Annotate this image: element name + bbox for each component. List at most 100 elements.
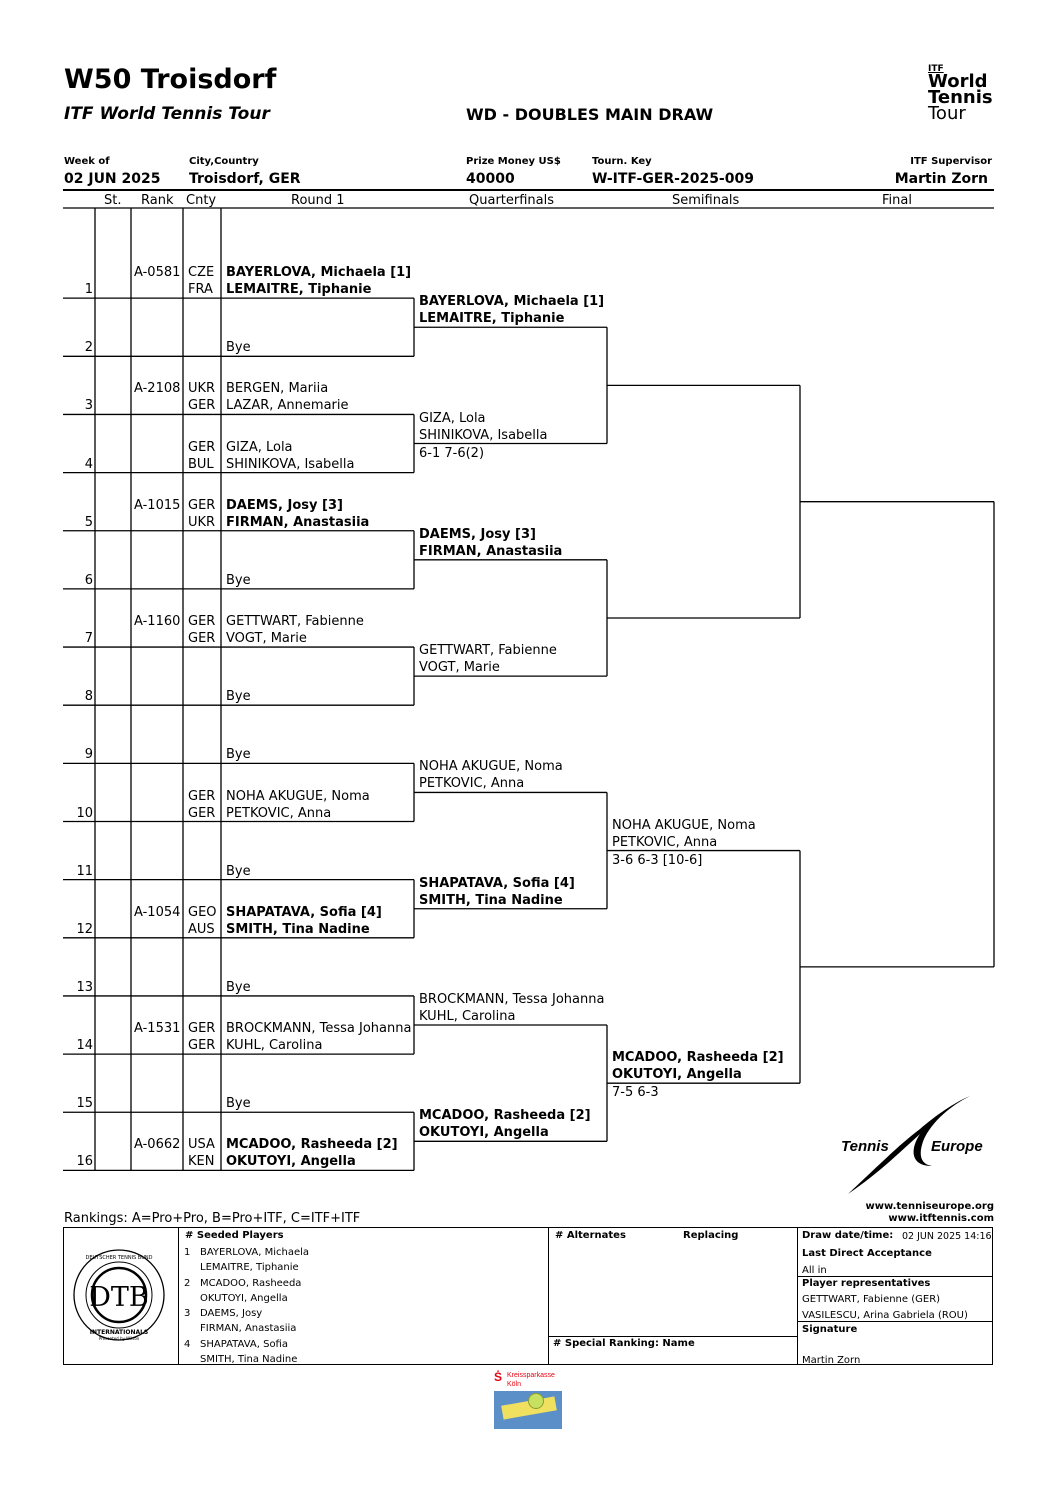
- city-value: Troisdorf, GER: [189, 171, 301, 187]
- rankings-legend: Rankings: A=Pro+Pro, B=Pro+ITF, C=ITF+IT…: [64, 1211, 361, 1226]
- sf-player-2: OKUTOYI, Angella: [612, 1067, 742, 1083]
- seed-player-1: DAEMS, Josy: [200, 1308, 263, 1319]
- seed-player-1: SHAPATAVA, Sofia: [200, 1338, 288, 1350]
- draw-position: 6: [84, 572, 93, 588]
- entry-player-1: NOHA AKUGUE, Noma: [226, 788, 370, 804]
- qf-player-2: SHINIKOVA, Isabella: [419, 427, 548, 443]
- draw-position: 2: [84, 340, 93, 356]
- entry-rank: A-2108: [134, 381, 181, 397]
- col-semifinals: Semifinals: [672, 193, 740, 208]
- qf-player-1: GIZA, Lola: [419, 410, 486, 426]
- draw-position: 4: [84, 456, 93, 472]
- supervisor-label: ITF Supervisor: [910, 156, 992, 167]
- entry-country-1: GER: [188, 497, 216, 513]
- draw-name: WD - DOUBLES MAIN DRAW: [466, 105, 714, 124]
- entry-player-2: SHINIKOVA, Isabella: [226, 456, 355, 472]
- entry-country-1: GEO: [188, 904, 217, 920]
- entry-country-2: GER: [188, 1038, 216, 1054]
- entry-player-2: SMITH, Tina Nadine: [226, 921, 370, 937]
- week-value: 02 JUN 2025: [64, 171, 161, 187]
- seed-player-2: OKUTOYI, Angella: [200, 1292, 288, 1304]
- draw-date-value: 02 JUN 2025 14:16: [902, 1231, 992, 1242]
- qf-player-2: FIRMAN, Anastasiia: [419, 543, 563, 559]
- qf-score: 6-1 7-6(2): [419, 445, 485, 461]
- entry-player-1: BERGEN, Mariia: [226, 381, 329, 397]
- seed-player-1: BAYERLOVA, Michaela: [200, 1247, 310, 1258]
- seeded-title: # Seeded Players: [185, 1230, 284, 1241]
- dtb-logo-ring-bottom: INTERNATIONALS: [90, 1329, 149, 1336]
- entry-country-1: GER: [188, 1021, 216, 1037]
- entry-player-2: Bye: [226, 979, 251, 995]
- tennis-europe-swoosh-icon: [848, 1096, 970, 1194]
- sf-player-1: NOHA AKUGUE, Noma: [612, 817, 756, 833]
- special-ranking-title: # Special Ranking: Name: [553, 1338, 695, 1349]
- prize-label: Prize Money US$: [466, 156, 561, 167]
- itf-logo-tour: Tour: [928, 103, 966, 124]
- col-cnty: Cnty: [186, 193, 217, 208]
- key-value: W-ITF-GER-2025-009: [592, 171, 754, 187]
- qf-player-1: SHAPATAVA, Sofia [4]: [419, 875, 575, 891]
- seed-player-2: LEMAITRE, Tiphanie: [200, 1262, 299, 1273]
- entry-country-2: AUS: [188, 921, 215, 937]
- col-rank: Rank: [141, 193, 174, 208]
- draw-position: 5: [84, 514, 93, 530]
- footer-divider-2: [548, 1227, 550, 1365]
- entry-player-1: GIZA, Lola: [226, 439, 293, 455]
- entry-rank: A-0662: [134, 1137, 181, 1153]
- seed-player-2: FIRMAN, Anastasiia: [200, 1323, 297, 1334]
- entry-country-2: GER: [188, 631, 216, 647]
- entry-player-2: Bye: [226, 689, 251, 705]
- entry-player-2: LAZAR, Annemarie: [226, 398, 349, 414]
- tournament-title: W50 Troisdorf: [64, 64, 277, 95]
- footer-box: [63, 1227, 993, 1365]
- itftennis-url[interactable]: www.itftennis.com: [888, 1213, 994, 1224]
- city-label: City,Country: [189, 156, 259, 167]
- entry-player-2: Bye: [226, 747, 251, 763]
- sponsor-line2: Köln: [507, 1381, 522, 1388]
- signature-label: Signature: [802, 1324, 858, 1335]
- dtb-logo-ring-top: DEUTSCHER TENNIS BUND: [86, 1255, 153, 1261]
- entry-country-2: GER: [188, 805, 216, 821]
- sf-score: 3-6 6-3 [10-6]: [612, 852, 703, 868]
- entry-player-1: DAEMS, Josy [3]: [226, 497, 343, 513]
- qf-player-2: PETKOVIC, Anna: [419, 776, 525, 792]
- rep-2: VASILESCU, Arina Gabriela (ROU): [802, 1310, 968, 1321]
- entry-player-1: MCADOO, Rasheeda [2]: [226, 1137, 398, 1153]
- entry-country-1: GER: [188, 614, 216, 630]
- tennis-europe-left: Tennis: [841, 1138, 889, 1155]
- col-quarterfinals: Quarterfinals: [469, 193, 555, 208]
- supervisor-value: Martin Zorn: [894, 171, 988, 187]
- sf-score: 7-5 6-3: [612, 1085, 659, 1101]
- entry-rank: A-1054: [134, 904, 181, 920]
- tenniseurope-url[interactable]: www.tenniseurope.org: [865, 1201, 994, 1212]
- dtb-logo-presented: Presented by Wilson: [99, 1336, 140, 1341]
- footer-right-line-1: [797, 1276, 993, 1278]
- replacing-title: Replacing: [683, 1230, 739, 1241]
- draw-position: 7: [84, 631, 93, 647]
- draw-position: 8: [84, 689, 93, 705]
- draw-position: 15: [76, 1096, 93, 1112]
- entry-player-2: Bye: [226, 340, 251, 356]
- reps-label: Player representatives: [802, 1278, 931, 1289]
- lda-value: All in: [802, 1265, 827, 1276]
- seed-number: 3: [184, 1308, 191, 1319]
- qf-player-2: VOGT, Marie: [419, 660, 500, 676]
- entry-country-1: UKR: [188, 381, 216, 397]
- entry-player-1: SHAPATAVA, Sofia [4]: [226, 904, 382, 920]
- entry-country-1: USA: [188, 1137, 215, 1153]
- dtb-logo: DTB DEUTSCHER TENNIS BUND INTERNATIONALS…: [73, 1249, 165, 1341]
- sponsor-image: [494, 1391, 562, 1429]
- seed-number: 2: [184, 1277, 191, 1289]
- itf-world-tennis-tour-logo: ITF World Tennis Tour: [928, 64, 993, 124]
- seed-player-2: SMITH, Tina Nadine: [200, 1353, 298, 1365]
- col-final: Final: [882, 193, 912, 208]
- draw-position: 16: [76, 1154, 93, 1170]
- entry-rank: A-1531: [134, 1021, 181, 1037]
- entry-country-2: KEN: [188, 1154, 215, 1170]
- qf-player-1: BAYERLOVA, Michaela [1]: [419, 294, 605, 310]
- entry-country-2: UKR: [188, 514, 216, 530]
- entry-rank: A-1160: [134, 614, 181, 630]
- entry-country-2: BUL: [188, 456, 214, 472]
- entry-player-2: LEMAITRE, Tiphanie: [226, 282, 372, 298]
